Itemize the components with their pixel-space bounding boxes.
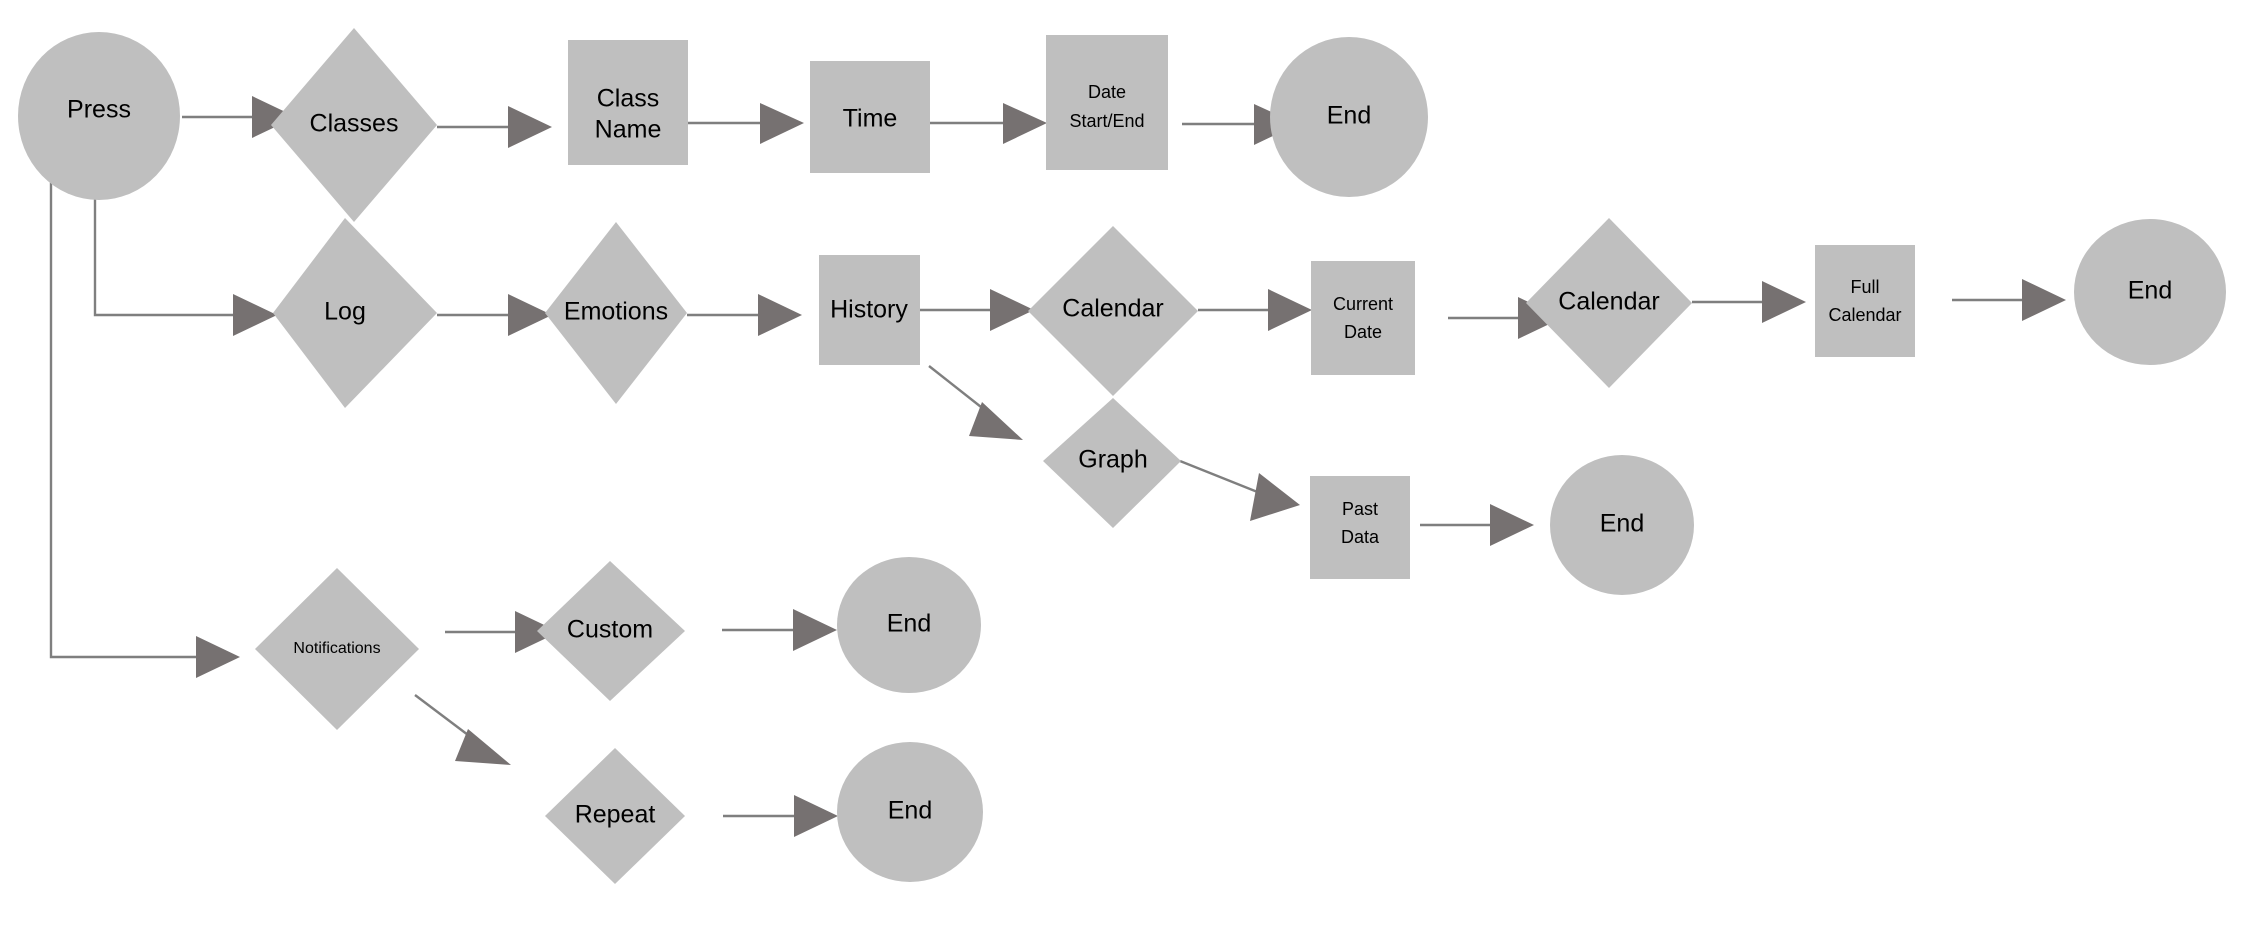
node-full-calendar-label-line1: Full <box>1850 277 1879 297</box>
node-calendar-1-label: Calendar <box>1062 295 1163 323</box>
node-past-data-label-line1: Past <box>1342 499 1378 519</box>
node-past-data-label-line2: Data <box>1341 527 1380 547</box>
node-class-name-label-line1: Class <box>597 85 660 113</box>
node-history-label: History <box>830 296 908 324</box>
node-custom[interactable]: Custom <box>537 561 685 701</box>
node-calendar-2[interactable]: Calendar <box>1526 218 1692 388</box>
edge-classes-to-class-name <box>437 106 552 148</box>
node-current-date-label-line1: Current <box>1333 294 1393 314</box>
edge-emotions-to-history <box>687 294 802 336</box>
node-past-data[interactable]: Past Data <box>1310 476 1410 579</box>
node-graph-label: Graph <box>1078 446 1147 474</box>
node-end-custom-label: End <box>887 610 931 638</box>
node-classes-label: Classes <box>310 110 399 138</box>
node-notifications-label: Notifications <box>293 640 380 657</box>
node-end-classes-label: End <box>1327 102 1371 130</box>
node-emotions[interactable]: Emotions <box>545 222 687 404</box>
edge-history-to-graph <box>928 365 1023 440</box>
edge-calendar-1-to-current-date <box>1198 289 1312 331</box>
node-calendar-2-label: Calendar <box>1558 288 1659 316</box>
node-log-label: Log <box>324 298 366 326</box>
node-date-label-line2: Start/End <box>1069 111 1144 131</box>
node-end-graph-label: End <box>1600 510 1644 538</box>
node-end-repeat[interactable]: End <box>837 742 983 882</box>
edge-calendar-2-to-full-calendar <box>1692 281 1806 323</box>
node-date-label-line1: Date <box>1088 82 1126 102</box>
node-date-start-end[interactable]: Date Start/End <box>1046 35 1168 170</box>
edge-current-date-to-calendar-2 <box>1448 297 1562 339</box>
node-time[interactable]: Time <box>810 61 930 173</box>
node-end-repeat-label: End <box>888 797 932 825</box>
node-calendar-1[interactable]: Calendar <box>1028 226 1198 396</box>
node-class-name[interactable]: Class Name <box>568 40 688 165</box>
node-full-calendar-label-line2: Calendar <box>1828 305 1901 325</box>
node-repeat-label: Repeat <box>575 801 656 829</box>
node-classes[interactable]: Classes <box>271 28 437 222</box>
edge-class-name-to-time <box>688 103 804 144</box>
edge-full-calendar-to-end <box>1952 279 2066 321</box>
node-current-date-label-line2: Date <box>1344 322 1382 342</box>
node-custom-label: Custom <box>567 616 653 644</box>
edge-time-to-date <box>930 103 1047 144</box>
node-log[interactable]: Log <box>273 218 437 408</box>
node-current-date[interactable]: Current Date <box>1311 261 1415 375</box>
node-notifications[interactable]: Notifications <box>255 568 419 730</box>
edge-notifications-to-custom <box>445 611 559 653</box>
edge-history-to-calendar-1 <box>920 289 1034 331</box>
edge-notifications-to-repeat <box>414 694 511 765</box>
node-end-classes[interactable]: End <box>1270 37 1428 197</box>
node-end-custom[interactable]: End <box>837 557 981 693</box>
edge-repeat-to-end <box>723 795 838 837</box>
node-press[interactable]: Press <box>18 32 180 200</box>
node-class-name-label-line2: Name <box>595 116 662 144</box>
node-time-label: Time <box>843 105 898 133</box>
edge-custom-to-end <box>722 609 837 651</box>
node-press-label: Press <box>67 96 131 124</box>
node-end-calendar-label: End <box>2128 277 2172 305</box>
edge-log-to-emotions <box>437 294 552 336</box>
node-end-calendar[interactable]: End <box>2074 219 2226 365</box>
edge-graph-to-past-data <box>1179 459 1300 521</box>
edge-press-to-log <box>93 180 277 336</box>
edge-past-data-to-end <box>1420 504 1534 546</box>
edge-press-to-classes <box>182 96 296 138</box>
edge-press-to-notifications <box>49 180 240 678</box>
node-full-calendar[interactable]: Full Calendar <box>1815 245 1915 357</box>
node-repeat[interactable]: Repeat <box>545 748 685 884</box>
node-history[interactable]: History <box>819 255 920 365</box>
node-emotions-label: Emotions <box>564 298 668 326</box>
node-graph[interactable]: Graph <box>1043 398 1181 528</box>
node-end-graph[interactable]: End <box>1550 455 1694 595</box>
